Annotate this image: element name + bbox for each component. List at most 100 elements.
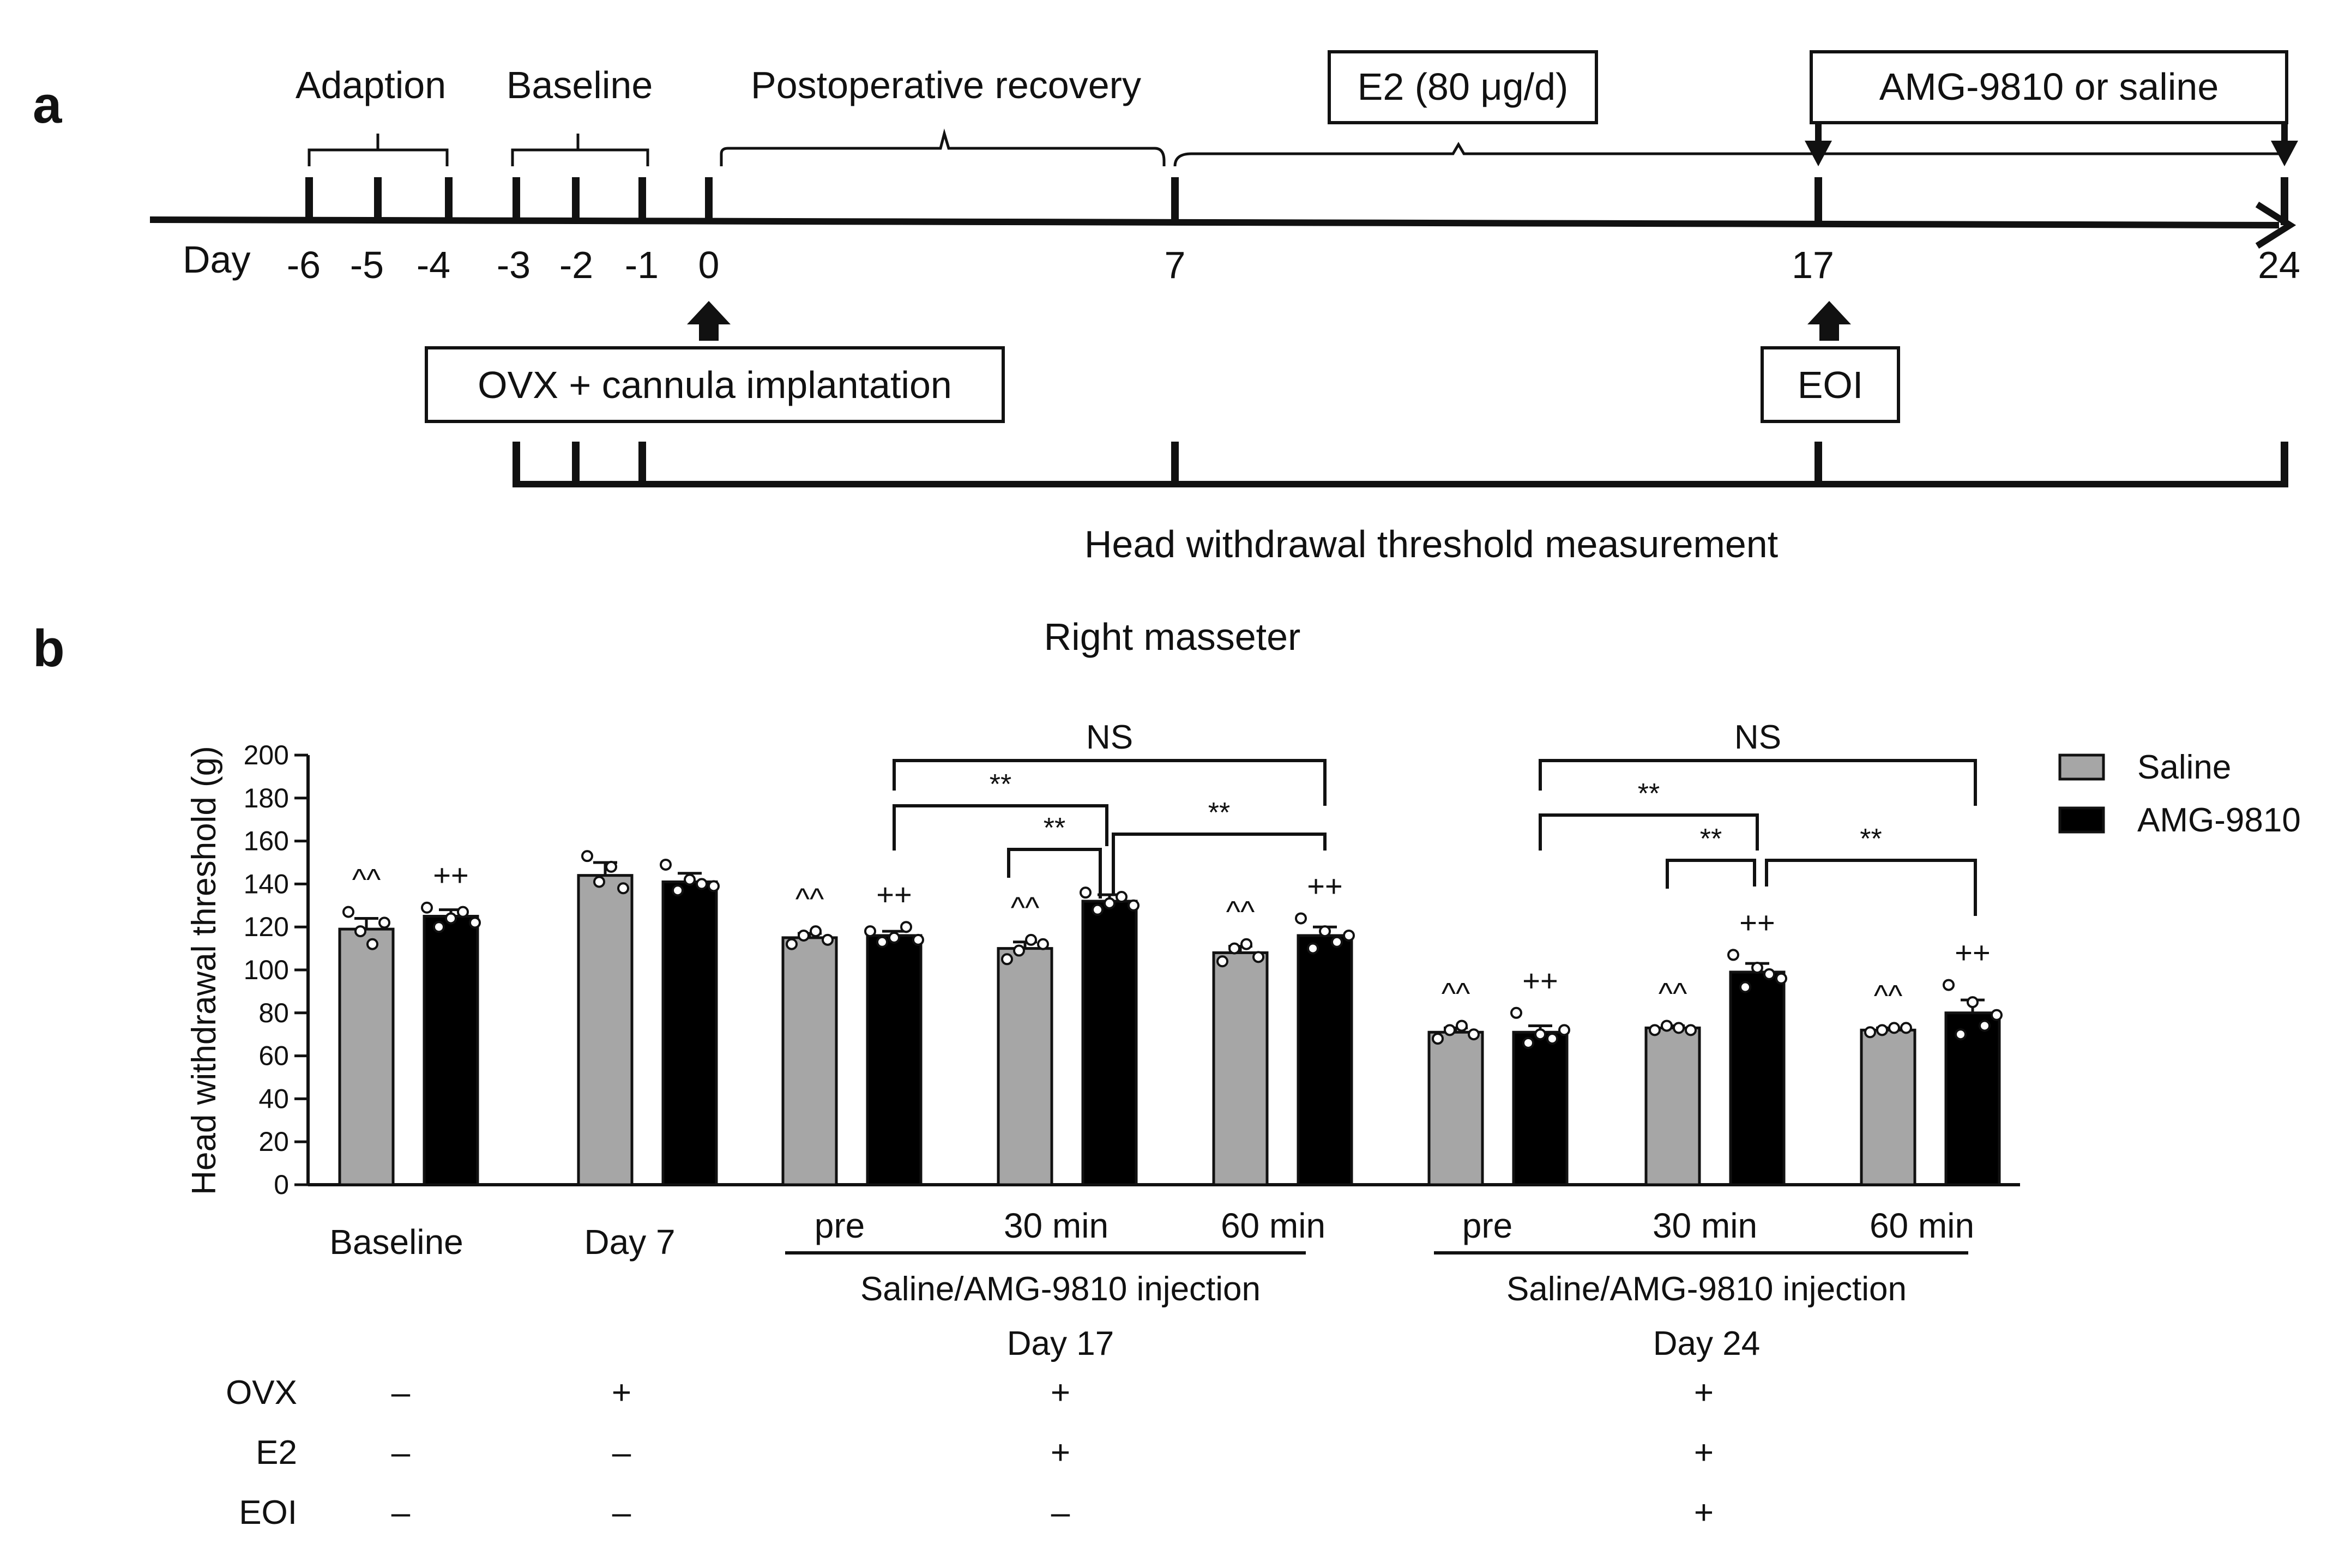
- day-label: -5: [350, 244, 384, 286]
- brace-e2: [1173, 142, 1818, 167]
- data-point: [1649, 1024, 1661, 1036]
- condition-mark: +: [1694, 1494, 1714, 1531]
- data-point: [1444, 1024, 1456, 1036]
- day-label: -6: [287, 244, 321, 286]
- comparison-label: **: [1638, 778, 1660, 810]
- data-point: [1864, 1026, 1876, 1039]
- bar-amg9810: [661, 880, 718, 1186]
- data-point: [1685, 1024, 1697, 1036]
- data-point: [798, 929, 810, 942]
- panel-b-label: b: [33, 619, 65, 678]
- data-point: [1080, 886, 1092, 899]
- group-caption: Saline/AMG-9810 injection: [1506, 1270, 1907, 1308]
- significance-marker: ++: [1955, 936, 1990, 970]
- bar-amg9810: [866, 934, 923, 1186]
- y-tick-label: 20: [258, 1126, 289, 1157]
- up-arrow-icon: [1807, 301, 1851, 341]
- condition-mark: +: [612, 1374, 631, 1412]
- y-tick-label: 40: [258, 1083, 289, 1114]
- day-axis-label: Day: [183, 238, 250, 281]
- data-point: [1955, 1028, 1967, 1041]
- data-point: [696, 878, 708, 890]
- data-point: [864, 925, 876, 938]
- comparison-label: NS: [1086, 719, 1133, 756]
- y-tick-label: 60: [258, 1041, 289, 1071]
- day-label: 24: [2258, 244, 2300, 286]
- drug-box-label: AMG-9810 or saline: [1879, 65, 2219, 108]
- data-point: [1013, 944, 1025, 957]
- comparison-bracket: [893, 804, 1108, 851]
- data-point: [1468, 1028, 1480, 1041]
- data-point: [1240, 938, 1252, 950]
- data-point: [1673, 1022, 1685, 1034]
- x-category-label: 60 min: [1870, 1206, 1974, 1245]
- significance-marker: ++: [876, 877, 912, 912]
- data-point: [708, 880, 720, 892]
- legend: Saline AMG-9810: [2058, 749, 2301, 839]
- bar-saline: [1644, 1026, 1701, 1186]
- data-point: [1546, 1033, 1558, 1045]
- bars: ^^^^^^^^^^^^^^++++++++++++: [338, 850, 2003, 1186]
- drug-box: [1810, 50, 2288, 124]
- eoi-box: [1761, 346, 1900, 423]
- drug-arrows: [1805, 123, 2298, 166]
- data-point: [1979, 1020, 1991, 1032]
- data-point: [469, 916, 481, 929]
- recovery-label: Postoperative recovery: [751, 64, 1141, 106]
- comparison-label: **: [1044, 812, 1065, 844]
- data-point: [1128, 899, 1140, 912]
- y-tick-label: 80: [258, 998, 289, 1028]
- bar-saline: [997, 947, 1053, 1186]
- data-point: [1331, 936, 1343, 948]
- data-point: [912, 933, 924, 946]
- data-point: [1319, 925, 1331, 938]
- x-category-label: pre: [1462, 1206, 1513, 1245]
- y-tick-label: 140: [244, 869, 289, 899]
- data-point: [1307, 942, 1319, 955]
- baseline-period-label: Baseline: [507, 64, 653, 106]
- data-point: [1037, 938, 1049, 950]
- x-category-label: Day 7: [584, 1222, 675, 1262]
- data-point: [433, 921, 445, 933]
- bar-saline: [338, 927, 395, 1186]
- condition-row-label: OVX: [226, 1374, 297, 1412]
- day-label: -1: [625, 244, 659, 286]
- data-point: [1510, 1006, 1522, 1019]
- data-point: [1522, 1036, 1534, 1049]
- data-point: [1116, 891, 1128, 903]
- bar-saline: [1212, 951, 1269, 1186]
- bar-amg9810: [423, 915, 479, 1186]
- significance-marker: ++: [1307, 869, 1342, 903]
- condition-mark: +: [1694, 1374, 1714, 1412]
- brace-baseline: [511, 134, 649, 166]
- comparison-bracket: [1539, 813, 1759, 851]
- down-arrow-icon: [1805, 141, 1832, 166]
- day-label: 7: [1165, 244, 1186, 286]
- measurement-label: Head withdrawal threshold measurement: [1084, 523, 1778, 565]
- data-point: [1943, 979, 1955, 991]
- day-label: 0: [698, 244, 720, 286]
- data-point: [605, 860, 617, 873]
- data-point: [445, 912, 457, 925]
- adaption-label: Adaption: [296, 64, 446, 106]
- data-point: [581, 850, 593, 863]
- data-point: [354, 925, 366, 938]
- data-point: [366, 938, 378, 950]
- data-point: [421, 901, 433, 914]
- data-point: [342, 906, 354, 918]
- eoi-box-label: EOI: [1798, 364, 1864, 406]
- significance-brackets: NS******NS******: [893, 719, 1977, 916]
- e2-box-label: E2 (80 μg/d): [1358, 65, 1569, 108]
- data-point: [684, 873, 696, 886]
- condition-mark: +: [1051, 1434, 1070, 1471]
- legend-label: AMG-9810: [2137, 801, 2301, 839]
- x-category-label: 30 min: [1004, 1206, 1108, 1245]
- significance-marker: ^^: [1659, 976, 1687, 1010]
- legend-swatch-amg: [2058, 806, 2105, 834]
- data-point: [1228, 942, 1240, 955]
- significance-marker: ^^: [1874, 978, 1903, 1012]
- data-point: [593, 876, 605, 888]
- y-axis-label: Head withdrawal threshold (g): [185, 746, 223, 1195]
- condition-mark: –: [612, 1494, 631, 1531]
